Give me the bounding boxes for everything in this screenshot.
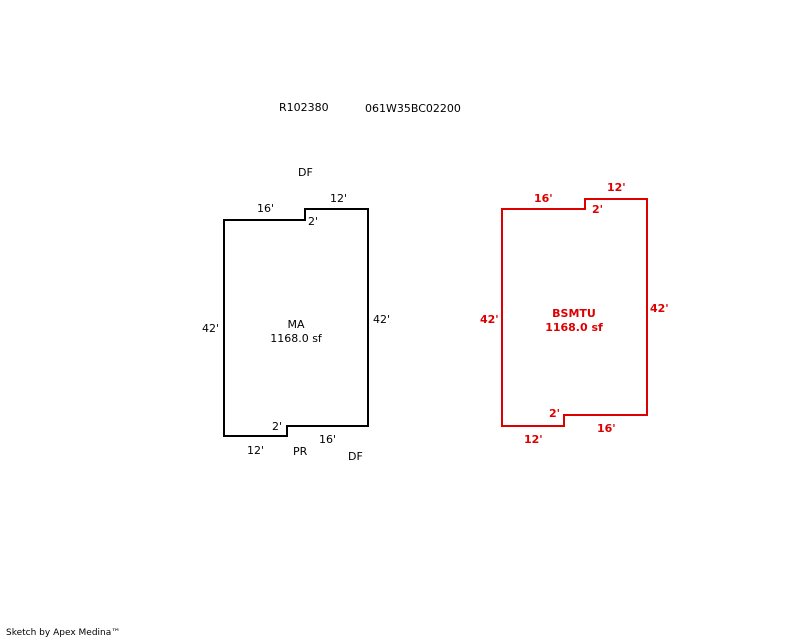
- basement-dim-top-left: 16': [534, 192, 553, 205]
- basement-dim-bottom-step: 2': [549, 407, 560, 420]
- main-area-note-top: DF: [298, 166, 313, 179]
- basement-size: 1168.0 sf: [545, 321, 603, 334]
- main-area-dim-bottom-right: 16': [319, 433, 336, 446]
- basement-dim-bottom-left: 12': [524, 433, 543, 446]
- main-area-dim-bottom-step: 2': [272, 420, 282, 433]
- main-area-note-bottom-mid: PR: [293, 445, 308, 458]
- parcel-id: R102380: [279, 101, 329, 114]
- basement-dim-bottom-right: 16': [597, 422, 616, 435]
- main-area-dim-top-step: 2': [308, 215, 318, 228]
- main-area-size: 1168.0 sf: [270, 332, 323, 345]
- main-area-code: MA: [287, 318, 304, 331]
- basement-dim-left: 42': [480, 313, 499, 326]
- main-area-dim-bottom-left: 12': [247, 444, 264, 457]
- basement-dim-top-right: 12': [607, 181, 626, 194]
- main-area-dim-top-left: 16': [257, 202, 274, 215]
- main-area-dim-top-right: 12': [330, 192, 347, 205]
- basement-dim-top-step: 2': [592, 203, 603, 216]
- main-area-dim-right: 42': [373, 313, 390, 326]
- main-area-note-bottom-right: DF: [348, 450, 363, 463]
- basement-code: BSMTU: [552, 307, 596, 320]
- sketch-credit: Sketch by Apex Medina™: [6, 628, 121, 638]
- basement-dim-right: 42': [650, 302, 669, 315]
- main-area-dim-left: 42': [202, 322, 219, 335]
- map-number: 061W35BC02200: [365, 102, 461, 115]
- basement-outline: [501, 198, 648, 427]
- main-area-outline: [223, 208, 369, 437]
